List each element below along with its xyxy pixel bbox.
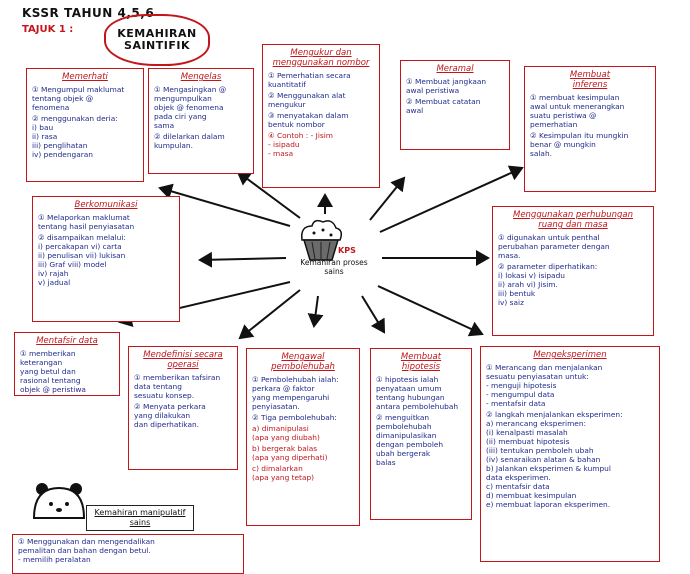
box-title: Mengeksperimen — [533, 350, 607, 360]
list-item: ② parameter diperhatikan: i) lokasi v) i… — [498, 262, 598, 307]
box-title: Menggunakan perhubungan ruang dan masa — [512, 210, 633, 230]
list-item: ① memberikan tafsiran data tentang sesua… — [134, 373, 221, 400]
topic-label: TAJUK 1 : — [22, 24, 74, 35]
box-title: Membuat inferens — [569, 70, 611, 90]
list-item: a) dimanipulasi (apa yang diubah) — [252, 424, 320, 442]
arrow-berkomunikasi — [198, 251, 287, 268]
box-eksperimen: Mengeksperimen ① Merancang dan menjalank… — [480, 346, 660, 562]
list-item: ② disampaikan melalui: i) percakapan vi)… — [38, 233, 126, 287]
box-hipotesis: Membuat hipotesis ① hipotesis ialah peny… — [370, 348, 472, 520]
list-item: ① Merancang dan menjalankan sesuatu peny… — [486, 363, 603, 408]
list-item: ① Pemerhatian secara kuantitatif — [268, 71, 351, 89]
list-item: c) dimalarkan (apa yang tetap) — [252, 464, 315, 482]
box-mentafsir: Mentafsir data ① memberikan keterangan y… — [14, 332, 120, 396]
list-item: ② Menyata perkara yang dilakukan dan dip… — [134, 402, 206, 429]
box-inferens: Membuat inferens ① membuat kesimpulan aw… — [524, 66, 656, 192]
box-mengelas: Mengelas ① Mengasingkan @ mengumpulkan o… — [148, 68, 254, 174]
bottom-title: Kemahiran manipulatif sains — [86, 505, 194, 531]
box-title: Mengawal pembolehubah — [271, 352, 335, 372]
list-item: ① Mengasingkan @ mengumpulkan objek @ fe… — [154, 85, 227, 130]
box-title: Meramal — [436, 64, 474, 74]
box-title: Memerhati — [62, 72, 108, 82]
arrow-definisi — [238, 289, 301, 340]
list-item: ② langkah menjalankan eksperimen: a) mer… — [486, 410, 623, 509]
box-meramal: Meramal ① Membuat jangkaan awal peristiw… — [400, 60, 510, 150]
box-title: Mengelas — [180, 72, 222, 82]
box-manipulatif: ① Menggunakan dan mengendalikan pemalita… — [12, 534, 244, 574]
list-item: ① hipotesis ialah penyataan umum tentang… — [376, 375, 459, 411]
list-item: ① digunakan untuk penthal perubahan para… — [498, 233, 610, 260]
list-item: ② dilelarkan dalam kumpulan. — [154, 132, 225, 150]
list-item: ① membuat kesimpulan awal untuk menerang… — [530, 93, 625, 129]
box-definisi: Mendefinisi secara operasi ① memberikan … — [128, 346, 238, 470]
center-node: KPS Kemahiran proses sains — [288, 216, 378, 292]
list-item: ② Menggunakan alat mengukur — [268, 91, 346, 109]
box-title: Membuat hipotesis — [400, 352, 442, 372]
list-item: ① Mengumpul maklumat tentang objek @ fen… — [32, 85, 125, 112]
box-berkomunikasi: Berkomunikasi ① Melaporkan maklumat tent… — [32, 196, 180, 322]
list-item: ② Tiga pembolehubah: — [252, 413, 337, 422]
box-title: Mendefinisi secara operasi — [143, 350, 223, 370]
arrow-hipotesis — [361, 295, 386, 334]
cupcake-icon — [300, 219, 343, 261]
box-memerhati: Memerhati ① Mengumpul maklumat tentang o… — [26, 68, 144, 182]
arrow-inferens — [379, 165, 524, 233]
box-title: Berkomunikasi — [74, 200, 138, 210]
list-item: ② Membuat catatan awal — [406, 97, 481, 115]
center-label: Kemahiran proses sains — [300, 258, 368, 276]
list-item: b) bergerak balas (apa yang diperhati) — [252, 444, 328, 462]
list-item: ① Melaporkan maklumat tentang hasil peny… — [38, 213, 135, 231]
center-acronym: KPS — [338, 246, 356, 255]
arrow-mengelas — [236, 170, 301, 219]
list-item: ① Membuat jangkaan awal peristiwa — [406, 77, 487, 95]
box-mengukur: Mengukur dan menggunakan nombor ① Pemerh… — [262, 44, 380, 188]
box-title: Mengukur dan menggunakan nombor — [272, 48, 370, 68]
list-item: ③ menyatakan dalam bentuk nombor — [268, 111, 349, 129]
list-item: ② Kesimpulan itu mungkin benar @ mungkin… — [530, 131, 629, 158]
arrow-memerhati — [158, 183, 291, 227]
arrow-meramal — [369, 176, 406, 221]
arrow-mengawal — [307, 295, 324, 328]
list-item: ② menggunakan deria: i) bau ii) rasa iii… — [32, 114, 118, 159]
list-item: ② menguitkan pembolehubah dimanipulasika… — [376, 413, 444, 467]
list-item: ① Menggunakan dan mengendalikan pemalita… — [18, 537, 155, 564]
topic-cloud-text: KEMAHIRAN SAINTIFIK — [117, 27, 197, 52]
topic-cloud: KEMAHIRAN SAINTIFIK — [104, 14, 210, 66]
arrow-eksperimen — [377, 285, 484, 337]
box-mengawal: Mengawal pembolehubah ① Pembolehubah ial… — [246, 348, 360, 526]
list-item: ④ Contoh : - Jisim - isipadu - masa — [268, 131, 333, 158]
list-item: ① memberikan keterangan yang betul dan r… — [20, 349, 86, 394]
header-title: KSSR TAHUN 4,5,6 — [22, 6, 155, 20]
box-ruang-masa: Menggunakan perhubungan ruang dan masa ①… — [492, 206, 654, 336]
character-icon — [32, 483, 86, 519]
box-title: Mentafsir data — [36, 336, 98, 346]
list-item: ① Pembolehubah ialah: perkara @ faktor y… — [252, 375, 339, 411]
